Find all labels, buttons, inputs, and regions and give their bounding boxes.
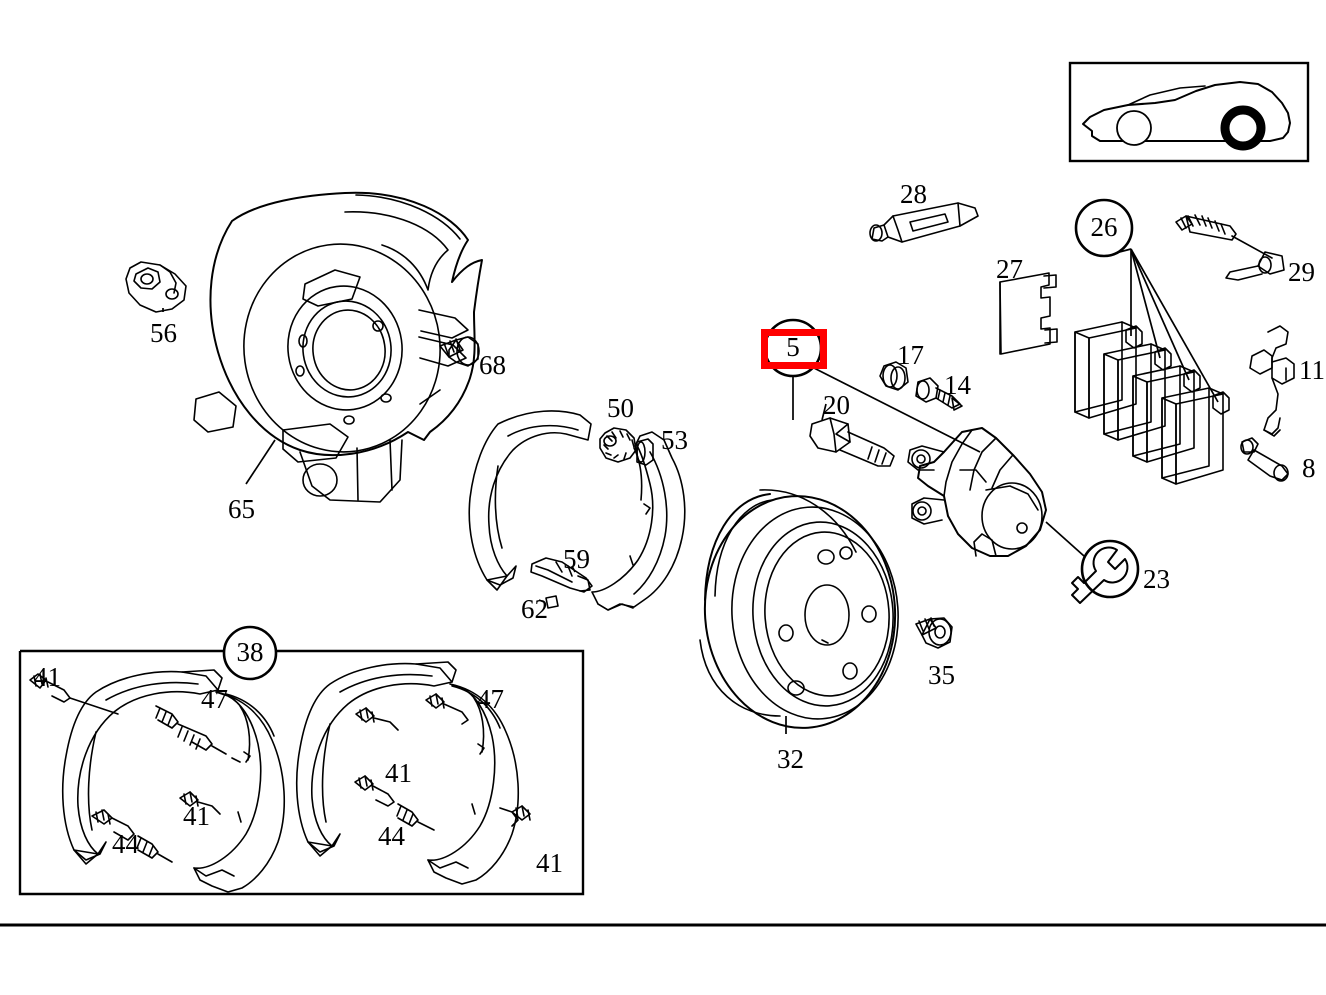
callout-label-47-a: 47 xyxy=(201,684,228,714)
parking-brake-shoe-kit-inset-box xyxy=(18,649,585,896)
retaining-spring-part xyxy=(1249,325,1295,437)
callout-label-32: 32 xyxy=(777,744,804,774)
callout-label-50: 50 xyxy=(607,393,634,423)
shoe-assembly-left xyxy=(29,669,285,893)
callout-label-11: 11 xyxy=(1299,355,1325,385)
callout-label-14: 14 xyxy=(944,370,971,400)
callout-circle-23-wrench xyxy=(1071,539,1140,604)
callout-label-41-b: 41 xyxy=(183,801,210,831)
callout-circle-38 xyxy=(222,625,278,681)
callout-label-56: 56 xyxy=(150,318,177,348)
callout-label-20: 20 xyxy=(823,390,850,420)
callout-label-29: 29 xyxy=(1288,257,1315,287)
callout-label-17: 17 xyxy=(897,340,924,370)
wear-sensor-part xyxy=(1175,214,1285,281)
callout-label-44-b: 44 xyxy=(378,821,405,851)
callout-label-62: 62 xyxy=(521,594,548,624)
callout-label-47-b: 47 xyxy=(477,684,504,714)
callout-label-59: 59 xyxy=(563,544,590,574)
callout-label-38: 38 xyxy=(237,637,264,667)
callout-label-65: 65 xyxy=(228,494,255,524)
bleeder-screw-part xyxy=(915,377,963,411)
brake-backing-plate-part xyxy=(193,191,483,503)
hose-clip-part xyxy=(125,261,187,313)
callout-label-41-d: 41 xyxy=(536,848,563,878)
callout-label-8: 8 xyxy=(1302,453,1316,483)
callout-label-53: 53 xyxy=(661,425,688,455)
callout-label-44-a: 44 xyxy=(112,829,139,859)
callout-label-41-a: 41 xyxy=(34,662,61,692)
callout-label-68: 68 xyxy=(479,350,506,380)
shoe-assembly-right xyxy=(295,661,531,885)
callout-label-27: 27 xyxy=(996,254,1023,284)
retaining-pin-part xyxy=(1240,437,1289,482)
brake-disc-part xyxy=(699,489,899,729)
brake-pad-set-part xyxy=(1074,248,1230,485)
shim-plate-part xyxy=(999,272,1058,355)
parking-brake-shoe-assembly xyxy=(468,410,686,611)
callout-label-26: 26 xyxy=(1091,212,1118,242)
callout-label-23: 23 xyxy=(1143,564,1170,594)
caliper-guide-bolt-part xyxy=(809,417,895,467)
disc-retaining-screw-part xyxy=(915,617,953,649)
caliper-body-part xyxy=(907,427,1047,557)
grease-tube-part xyxy=(869,202,979,243)
callout-label-35: 35 xyxy=(928,660,955,690)
vehicle-position-indicator xyxy=(1068,61,1310,163)
callout-label-41-c: 41 xyxy=(385,758,412,788)
highlight-box-callout-5 xyxy=(761,329,827,369)
callout-label-28: 28 xyxy=(900,179,927,209)
callout-label-5: 5 xyxy=(786,332,800,362)
guide-bushing-part xyxy=(879,361,909,391)
callout-circle-26 xyxy=(1074,198,1134,258)
backing-plate-bolt-part xyxy=(439,336,480,367)
